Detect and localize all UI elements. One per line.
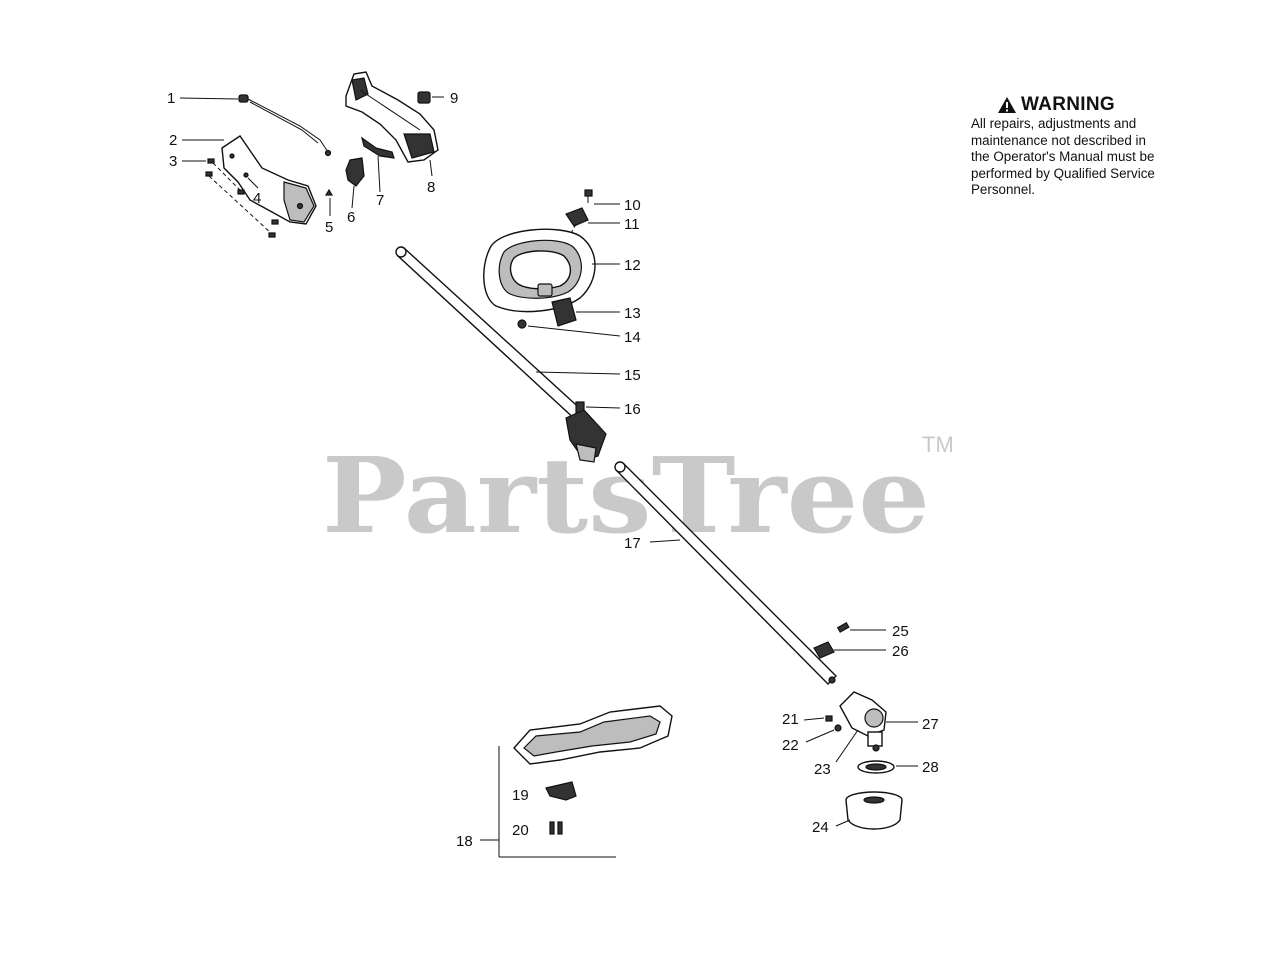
callout-27: 27 xyxy=(922,716,939,733)
callout-8: 8 xyxy=(427,179,435,196)
callout-19: 19 xyxy=(512,787,529,804)
callout-4: 4 xyxy=(253,190,261,207)
part-12-loop-handle xyxy=(483,228,596,313)
callout-3: 3 xyxy=(169,153,177,170)
part-26-clamp xyxy=(813,641,835,659)
part-6-trigger xyxy=(345,157,365,187)
part-14-nut xyxy=(517,319,527,329)
part-18-guard xyxy=(480,705,673,858)
callout-5: 5 xyxy=(325,219,333,236)
watermark-logo: PartsTree xyxy=(322,434,930,557)
part-8-rear-handle xyxy=(345,71,439,163)
callout-7: 7 xyxy=(376,192,384,209)
callout-18: 18 xyxy=(456,833,473,850)
part-9-switch xyxy=(417,91,431,104)
callout-2: 2 xyxy=(169,132,177,149)
callout-26: 26 xyxy=(892,643,909,660)
warning-body: All repairs, adjustments and maintenance… xyxy=(971,116,1155,198)
callout-17: 17 xyxy=(624,535,641,552)
callout-6: 6 xyxy=(347,209,355,226)
callout-28: 28 xyxy=(922,759,939,776)
callout-20: 20 xyxy=(512,822,529,839)
callout-13: 13 xyxy=(624,305,641,322)
callout-10: 10 xyxy=(624,197,641,214)
part-10-screw xyxy=(584,189,593,203)
part-5-pin xyxy=(324,188,334,196)
callout-leaders xyxy=(179,96,918,827)
callout-24: 24 xyxy=(812,819,829,836)
part-13-bracket xyxy=(551,297,577,327)
callout-16: 16 xyxy=(624,401,641,418)
callout-12: 12 xyxy=(624,257,641,274)
callout-23: 23 xyxy=(814,761,831,778)
part-21-screw xyxy=(825,715,833,722)
warning-triangle-icon xyxy=(998,97,1016,113)
callout-21: 21 xyxy=(782,711,799,728)
warning-notice: WARNING All repairs, adjustments and mai… xyxy=(971,94,1186,199)
part-20-screws xyxy=(549,821,563,835)
part-16-coupler xyxy=(565,401,607,463)
part-2-handle-housing xyxy=(221,135,317,225)
callout-14: 14 xyxy=(624,329,641,346)
callout-11: 11 xyxy=(624,216,640,233)
part-7-lever xyxy=(361,136,395,159)
callout-22: 22 xyxy=(782,737,799,754)
callout-25: 25 xyxy=(892,623,909,640)
callout-9: 9 xyxy=(450,90,458,107)
watermark-trademark: TM xyxy=(922,432,954,457)
callout-labels: 1 2 3 4 5 6 7 8 9 10 11 12 13 14 15 16 1… xyxy=(167,90,939,850)
warning-title: WARNING xyxy=(1021,94,1115,115)
part-24-trimmer-head xyxy=(845,791,903,830)
part-3-screws xyxy=(205,158,279,238)
part-17-lower-shaft xyxy=(614,461,837,685)
part-22-washer xyxy=(834,724,842,732)
warning-heading: WARNING xyxy=(997,94,1186,116)
part-27-gearbox xyxy=(839,691,887,752)
part-19-blade xyxy=(545,781,577,801)
callout-1: 1 xyxy=(167,90,175,107)
part-25-screw xyxy=(836,621,850,633)
part-1-throttle-cable xyxy=(238,94,332,157)
callout-15: 15 xyxy=(624,367,641,384)
part-28-washer xyxy=(857,760,895,774)
